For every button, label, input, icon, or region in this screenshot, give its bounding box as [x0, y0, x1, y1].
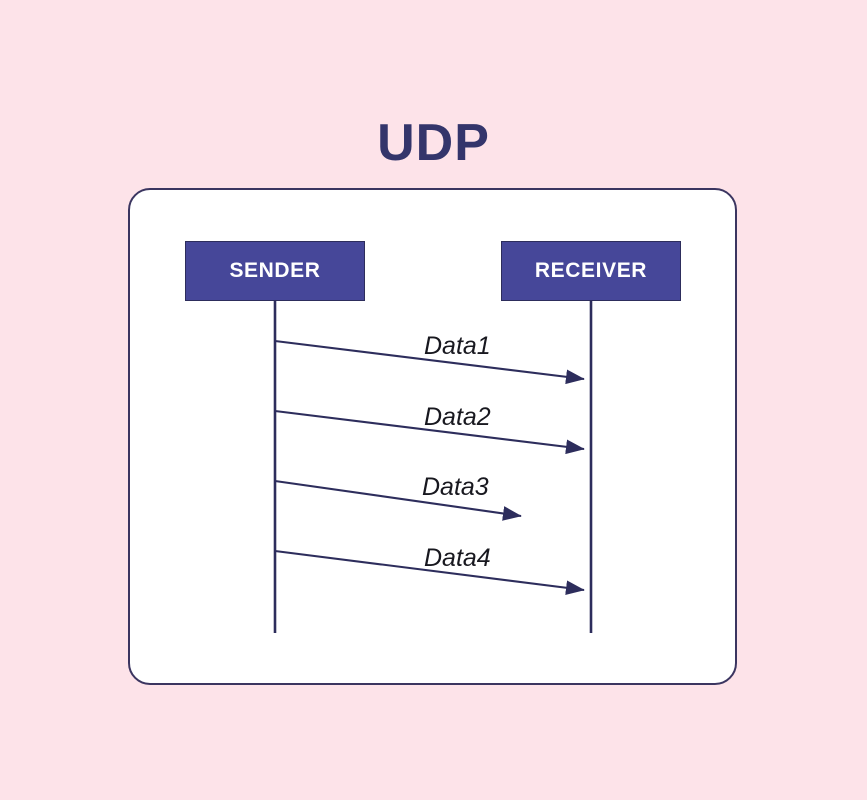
- actor-box-receiver[interactable]: RECEIVER: [501, 241, 681, 301]
- message-label-data3: Data3: [422, 473, 489, 501]
- page-title: UDP: [377, 114, 490, 172]
- actor-box-sender[interactable]: SENDER: [185, 241, 365, 301]
- message-label-data1: Data1: [424, 332, 491, 360]
- actor-label-sender: SENDER: [229, 259, 321, 282]
- message-label-data2: Data2: [424, 403, 491, 431]
- message-label-data4: Data4: [424, 544, 491, 572]
- actor-label-receiver: RECEIVER: [534, 259, 648, 282]
